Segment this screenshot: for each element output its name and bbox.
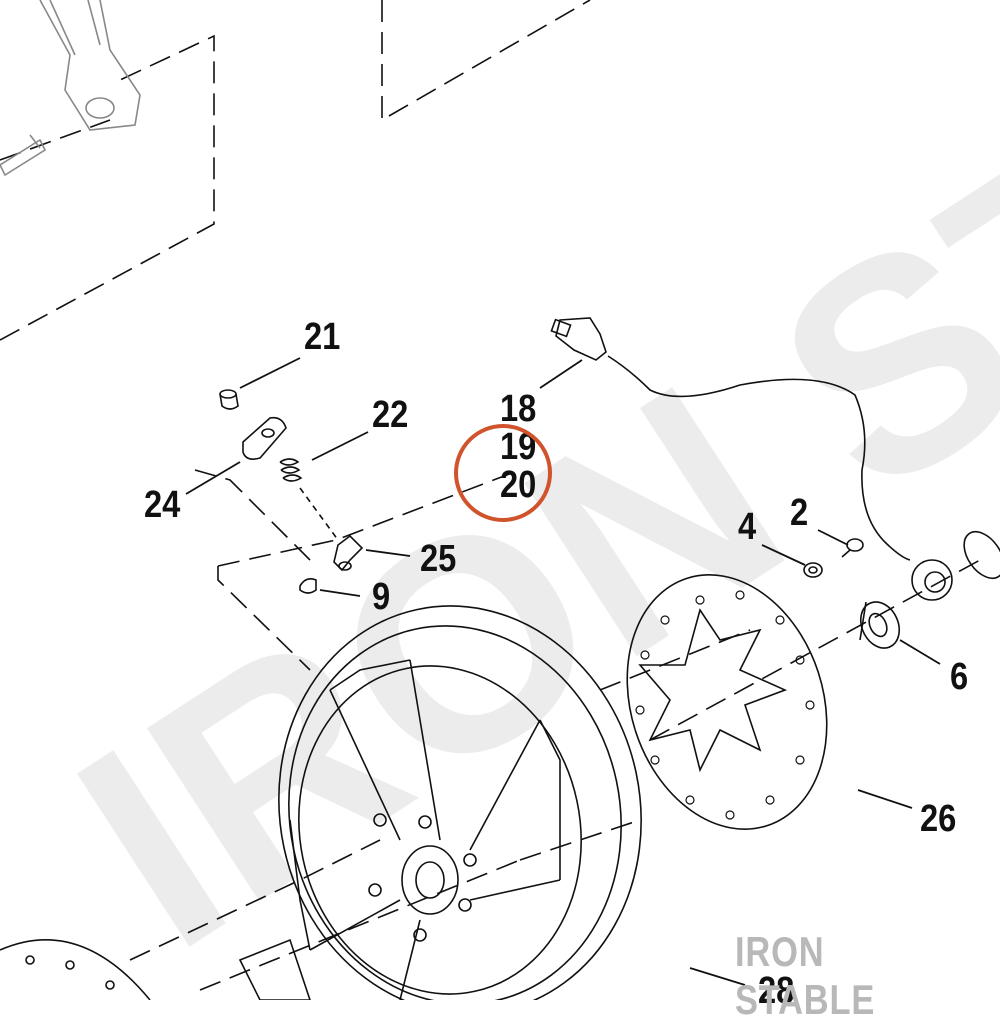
leader-lines bbox=[185, 357, 941, 986]
part-26-brake-rotor bbox=[626, 574, 828, 830]
callout-18: 18 bbox=[500, 388, 537, 430]
callout-9: 9 bbox=[372, 576, 391, 618]
part-25-elbow-fitting bbox=[333, 534, 364, 572]
left-rotor-fragment bbox=[0, 938, 151, 1000]
callout-4: 4 bbox=[738, 506, 757, 548]
part-22-spring bbox=[279, 458, 303, 482]
brand-label: IRON STABLE bbox=[735, 928, 876, 1023]
callout-6: 6 bbox=[950, 656, 969, 698]
callout-2: 2 bbox=[790, 492, 809, 534]
callout-24: 24 bbox=[144, 484, 181, 526]
callout-26: 26 bbox=[920, 798, 957, 840]
callout-25: 25 bbox=[420, 538, 457, 580]
callout-21: 21 bbox=[304, 316, 341, 358]
part-6-bearing bbox=[859, 601, 901, 649]
sensor-cable bbox=[607, 355, 911, 561]
callout-22: 22 bbox=[372, 394, 409, 436]
part-24-bracket bbox=[242, 416, 287, 460]
fork-leg bbox=[0, 0, 141, 177]
part-18-wheel-speed-sensor bbox=[550, 317, 1000, 601]
dashed-assembly-lines bbox=[0, 0, 981, 991]
part-28-wheel bbox=[238, 605, 642, 1000]
highlight-ring bbox=[454, 424, 552, 522]
part-21-bushing bbox=[219, 389, 239, 410]
part-4-washer bbox=[803, 562, 823, 578]
part-9-cap bbox=[299, 578, 317, 594]
